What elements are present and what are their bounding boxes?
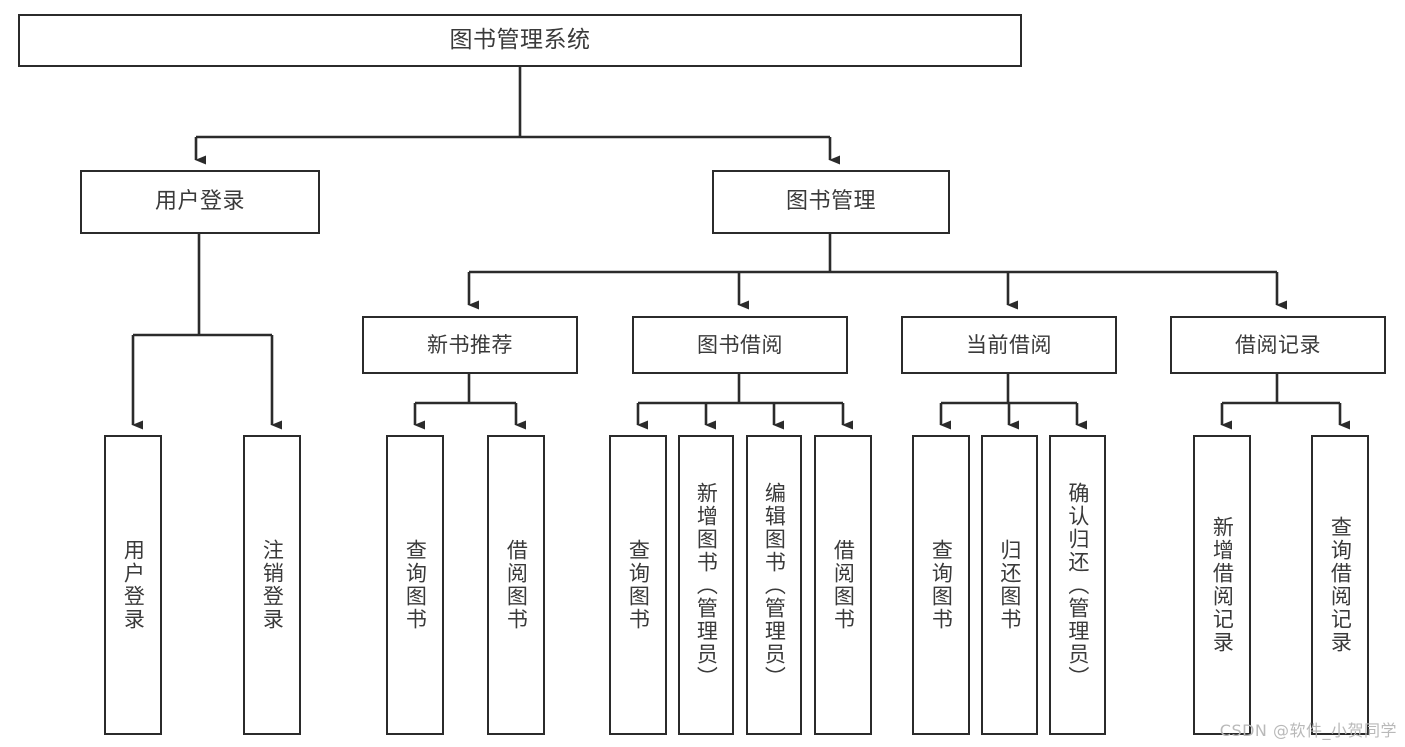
node-leaf-add-book-admin[interactable]: 新增图书（管理员）	[678, 435, 734, 735]
node-label: 查询借阅记录	[1328, 516, 1353, 654]
node-leaf-user-login[interactable]: 用户登录	[104, 435, 162, 735]
node-leaf-query-books-current[interactable]: 查询图书	[912, 435, 970, 735]
node-label: 编辑图书（管理员）	[762, 481, 787, 689]
node-label: 图书管理系统	[449, 26, 591, 53]
node-label: 用户登录	[121, 539, 146, 631]
node-leaf-add-borrow-record[interactable]: 新增借阅记录	[1193, 435, 1251, 735]
node-root-book-management-system[interactable]: 图书管理系统	[18, 14, 1022, 67]
node-current-borrowing[interactable]: 当前借阅	[901, 316, 1117, 374]
node-label: 借阅图书	[504, 539, 529, 631]
node-label: 新增借阅记录	[1210, 516, 1235, 654]
node-label: 查询图书	[626, 539, 651, 631]
node-leaf-logout[interactable]: 注销登录	[243, 435, 301, 735]
node-label: 当前借阅	[966, 332, 1052, 357]
node-new-book-recommendation[interactable]: 新书推荐	[362, 316, 578, 374]
node-borrow-records[interactable]: 借阅记录	[1170, 316, 1386, 374]
node-label: 图书管理	[785, 189, 876, 215]
node-label: 用户登录	[154, 189, 245, 215]
node-user-login[interactable]: 用户登录	[80, 170, 320, 234]
node-leaf-borrow-books-borrow[interactable]: 借阅图书	[814, 435, 872, 735]
node-book-borrowing[interactable]: 图书借阅	[632, 316, 848, 374]
node-label: 查询图书	[403, 539, 428, 631]
node-label: 新增图书（管理员）	[694, 481, 719, 689]
node-label: 注销登录	[260, 539, 285, 631]
node-label: 借阅图书	[831, 539, 856, 631]
node-leaf-query-books-newbooks[interactable]: 查询图书	[386, 435, 444, 735]
node-leaf-borrow-books-newbooks[interactable]: 借阅图书	[487, 435, 545, 735]
node-label: 图书借阅	[697, 332, 783, 357]
node-label: 归还图书	[997, 539, 1022, 631]
node-label: 借阅记录	[1235, 332, 1321, 357]
node-leaf-edit-book-admin[interactable]: 编辑图书（管理员）	[746, 435, 802, 735]
node-label: 新书推荐	[427, 332, 513, 357]
node-leaf-confirm-return-admin[interactable]: 确认归还（管理员）	[1049, 435, 1106, 735]
node-leaf-query-books-borrow[interactable]: 查询图书	[609, 435, 667, 735]
node-label: 确认归还（管理员）	[1065, 481, 1090, 689]
node-leaf-query-borrow-record[interactable]: 查询借阅记录	[1311, 435, 1369, 735]
node-book-management[interactable]: 图书管理	[712, 170, 950, 234]
node-label: 查询图书	[929, 539, 954, 631]
node-leaf-return-books[interactable]: 归还图书	[981, 435, 1038, 735]
